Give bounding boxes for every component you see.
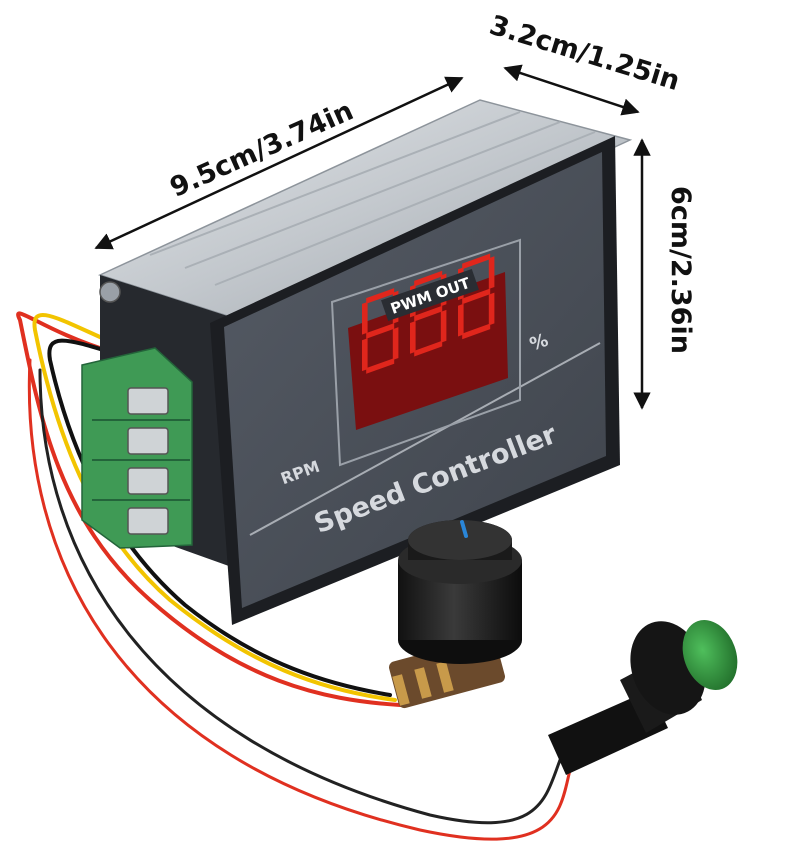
segment [362, 301, 368, 335]
dimension-height: 6cm/2.36in [665, 186, 696, 354]
segment [410, 320, 416, 354]
segment [462, 253, 491, 270]
segment [440, 309, 447, 343]
dimension-depth: 3.2cm/1.25in [486, 10, 683, 97]
segment [488, 256, 495, 290]
segment [414, 305, 443, 322]
terminal-block-icon [81, 347, 193, 549]
segment [366, 288, 395, 304]
segment [462, 323, 491, 340]
segment [414, 270, 443, 287]
segment [366, 358, 395, 374]
segment [488, 292, 495, 326]
segment [462, 288, 491, 305]
knob-marker [460, 520, 468, 538]
segment [458, 303, 464, 337]
segment [366, 323, 395, 339]
potentiometer-knob-icon [389, 520, 522, 709]
segment [392, 327, 399, 360]
push-button-icon [548, 620, 738, 775]
button-cap [682, 620, 738, 690]
dimension-arrows [94, 64, 651, 410]
segment [362, 338, 368, 372]
segment [414, 340, 443, 357]
